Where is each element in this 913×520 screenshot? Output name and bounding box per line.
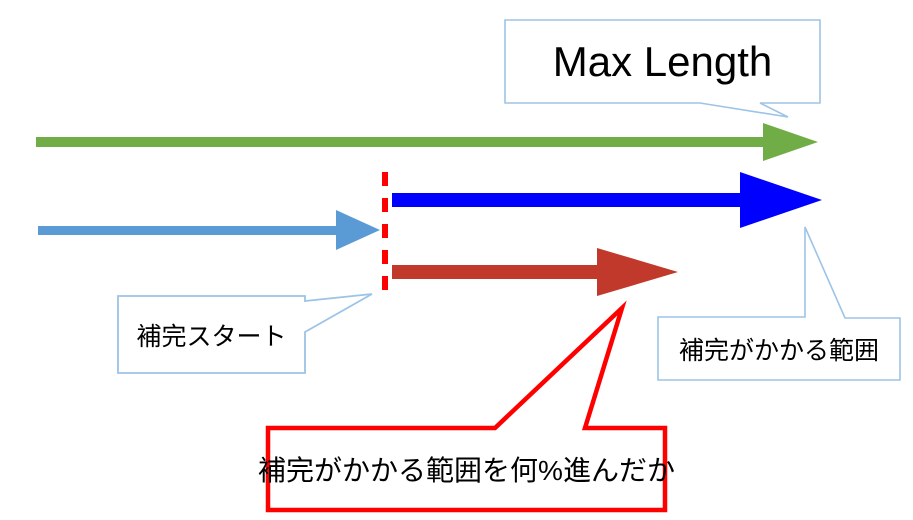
- orange-arrow-head: [597, 248, 678, 296]
- blue-arrow-head: [740, 172, 822, 228]
- hokan-start-callout[interactable]: [117, 293, 373, 374]
- hokan-percent-callout-shape[interactable]: [265, 300, 668, 513]
- hokan-percent-callout[interactable]: [265, 300, 668, 513]
- blue-arrow: [392, 172, 822, 228]
- green-arrow-shaft: [36, 137, 765, 147]
- max-length-callout-shape[interactable]: [504, 19, 821, 118]
- hokan-start-callout-shape[interactable]: [117, 293, 373, 374]
- light-blue-arrow: [38, 210, 380, 250]
- light-blue-arrow-head: [336, 210, 380, 250]
- light-blue-arrow-shaft: [38, 226, 338, 235]
- blue-arrow-shaft: [392, 193, 748, 207]
- orange-arrow-shaft: [392, 265, 604, 279]
- max-length-callout[interactable]: [504, 19, 821, 118]
- hokan-range-callout-shape[interactable]: [657, 226, 901, 381]
- orange-arrow: [392, 248, 678, 296]
- green-arrow: [36, 123, 818, 161]
- hokan-range-callout[interactable]: [657, 226, 901, 381]
- green-arrow-head: [763, 123, 818, 161]
